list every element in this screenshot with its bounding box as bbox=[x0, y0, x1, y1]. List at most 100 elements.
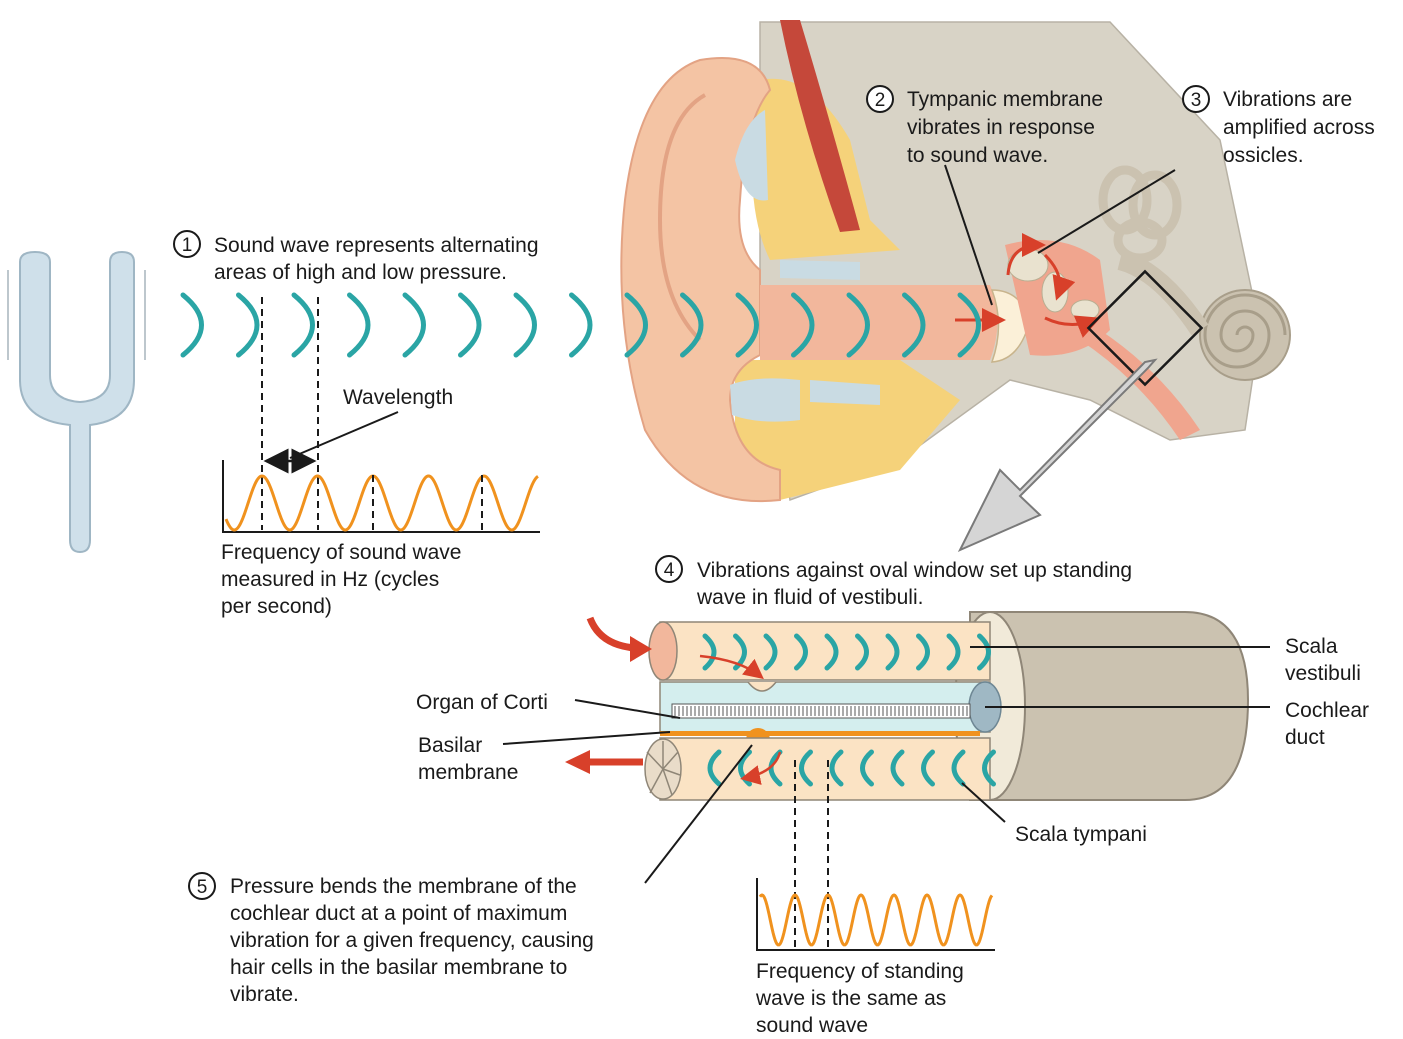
step1-callout: 1 Sound wave represents alternating area… bbox=[173, 230, 539, 284]
cochlear-duct-label-line1: Cochlear bbox=[1285, 699, 1369, 722]
sound-wave-arc bbox=[458, 292, 482, 358]
step3-number: 3 bbox=[1191, 90, 1202, 111]
sound-wave-arc bbox=[680, 292, 704, 358]
sound-wave-arc bbox=[347, 292, 371, 358]
leader-step2 bbox=[944, 164, 993, 306]
detail-box bbox=[1086, 269, 1204, 387]
vestibuli-wave-arc bbox=[916, 633, 930, 671]
sound-wave-arc bbox=[624, 292, 648, 358]
step5-line2: cochlear duct at a point of maximum bbox=[230, 902, 567, 925]
leader-step5 bbox=[644, 744, 753, 884]
sound-wave-arc bbox=[291, 292, 315, 358]
vestibuli-wave-arc bbox=[763, 633, 778, 671]
basilar-label-line1: Basilar bbox=[418, 734, 482, 757]
step2-callout: 2 Tympanic membrane vibrates in response… bbox=[866, 85, 1103, 167]
cochlea-tube bbox=[644, 611, 1250, 801]
vestibuli-wave-arc bbox=[885, 633, 900, 671]
step3-line3: ossicles. bbox=[1223, 144, 1304, 167]
standing-frequency-plot bbox=[756, 878, 995, 951]
step5-line3: vibration for a given frequency, causing bbox=[230, 929, 594, 952]
step1-line1: Sound wave represents alternating bbox=[214, 234, 539, 257]
step4-callout: 4 Vibrations against oval window set up … bbox=[655, 555, 1132, 609]
scala-vestibuli-label-line1: Scala bbox=[1285, 635, 1338, 658]
vestibuli-wave-arc bbox=[794, 633, 808, 671]
tympani-wave-arc bbox=[982, 749, 996, 787]
freq-sound-line3: per second) bbox=[221, 595, 332, 618]
sound-wave-arc bbox=[735, 292, 759, 358]
sound-wave-arc bbox=[236, 292, 260, 358]
sound-wave-arc bbox=[846, 292, 870, 358]
sound-sine-wave bbox=[224, 474, 539, 532]
muscle-tissue bbox=[780, 20, 860, 232]
step2-line1: Tympanic membrane bbox=[907, 88, 1103, 111]
leader-organ-of-corti bbox=[574, 699, 681, 719]
step5-line5: vibrate. bbox=[230, 983, 299, 1006]
step1-number: 1 bbox=[182, 235, 193, 256]
freq-standing-line1: Frequency of standing bbox=[756, 960, 964, 983]
scala-tympani-label: Scala tympani bbox=[1015, 823, 1147, 846]
step3-callout: 3 Vibrations are amplified across ossicl… bbox=[1182, 85, 1375, 167]
standing-plot-axes bbox=[756, 878, 995, 951]
freq-sound-line1: Frequency of sound wave bbox=[221, 541, 461, 564]
vestibuli-wave-arc bbox=[946, 633, 961, 671]
magnify-arrow bbox=[957, 358, 1158, 553]
sound-frequency-plot bbox=[222, 460, 540, 533]
ear-canal bbox=[760, 285, 998, 360]
vestibuli-wave-arc bbox=[855, 633, 869, 671]
sound-wave-arc bbox=[180, 292, 204, 358]
tympani-wave-arc bbox=[707, 749, 722, 787]
standing-sine-wave bbox=[758, 893, 994, 947]
step5-line4: hair cells in the basilar membrane to bbox=[230, 956, 567, 979]
leader-scala-tympani bbox=[961, 782, 1006, 823]
step3-line2: amplified across bbox=[1223, 116, 1375, 139]
vestibuli-wave-arc bbox=[702, 633, 717, 671]
step1-badge bbox=[173, 230, 201, 258]
oval-window-arrow bbox=[586, 616, 636, 652]
leader-step3 bbox=[1037, 169, 1176, 254]
tympani-wave-arc bbox=[829, 749, 844, 787]
tympani-wave-arc bbox=[921, 749, 935, 787]
sound-wave-arc bbox=[791, 292, 815, 358]
freq-sound-line2: measured in Hz (cycles bbox=[221, 568, 439, 591]
step2-badge bbox=[866, 85, 894, 113]
leader-basilar bbox=[502, 731, 671, 745]
organ-of-corti-shape bbox=[671, 703, 971, 719]
ear-anatomy bbox=[620, 20, 1291, 503]
wavelength-leader bbox=[289, 411, 399, 459]
standing-wave-arcs-tympani bbox=[707, 749, 996, 787]
step2-number: 2 bbox=[875, 90, 886, 111]
vestibuli-wave-arc bbox=[977, 633, 991, 671]
basilar-label-line2: membrane bbox=[418, 761, 518, 784]
step4-line2: wave in fluid of vestibuli. bbox=[696, 586, 923, 609]
tuning-fork bbox=[7, 250, 146, 554]
sound-plot-axes bbox=[222, 460, 540, 533]
step2-line2: vibrates in response bbox=[907, 116, 1095, 139]
step3-line1: Vibrations are bbox=[1223, 88, 1352, 111]
sound-wave-arc bbox=[513, 292, 537, 358]
sound-wave-arc bbox=[902, 292, 926, 358]
standing-frequency-caption: Frequency of standing wave is the same a… bbox=[755, 960, 964, 1037]
step5-line1: Pressure bends the membrane of the bbox=[230, 875, 577, 898]
step4-number: 4 bbox=[664, 560, 675, 581]
step4-line1: Vibrations against oval window set up st… bbox=[697, 559, 1132, 582]
wavelength-label: Wavelength bbox=[343, 386, 453, 409]
step2-line3: to sound wave. bbox=[907, 144, 1048, 167]
organ-of-corti-label: Organ of Corti bbox=[416, 691, 548, 714]
scala-vestibuli-label-line2: vestibuli bbox=[1285, 662, 1361, 685]
tympani-wave-arc bbox=[860, 749, 874, 787]
freq-standing-line2: wave is the same as bbox=[755, 987, 946, 1010]
step3-badge bbox=[1182, 85, 1210, 113]
vestibuli-wave-arc bbox=[824, 633, 839, 671]
step1-line2: areas of high and low pressure. bbox=[214, 261, 507, 284]
step4-badge bbox=[655, 555, 683, 583]
cochlear-duct-label-line2: duct bbox=[1285, 726, 1325, 749]
standing-wave-arcs-vestibuli bbox=[702, 633, 991, 671]
step5-badge bbox=[188, 872, 216, 900]
semicircular-canals bbox=[1098, 165, 1182, 263]
sound-frequency-caption: Frequency of sound wave measured in Hz (… bbox=[221, 541, 461, 618]
step5-number: 5 bbox=[197, 877, 208, 898]
sound-wave-arcs bbox=[180, 292, 981, 358]
freq-standing-line3: sound wave bbox=[756, 1014, 868, 1037]
sound-wave-arc bbox=[402, 292, 426, 358]
